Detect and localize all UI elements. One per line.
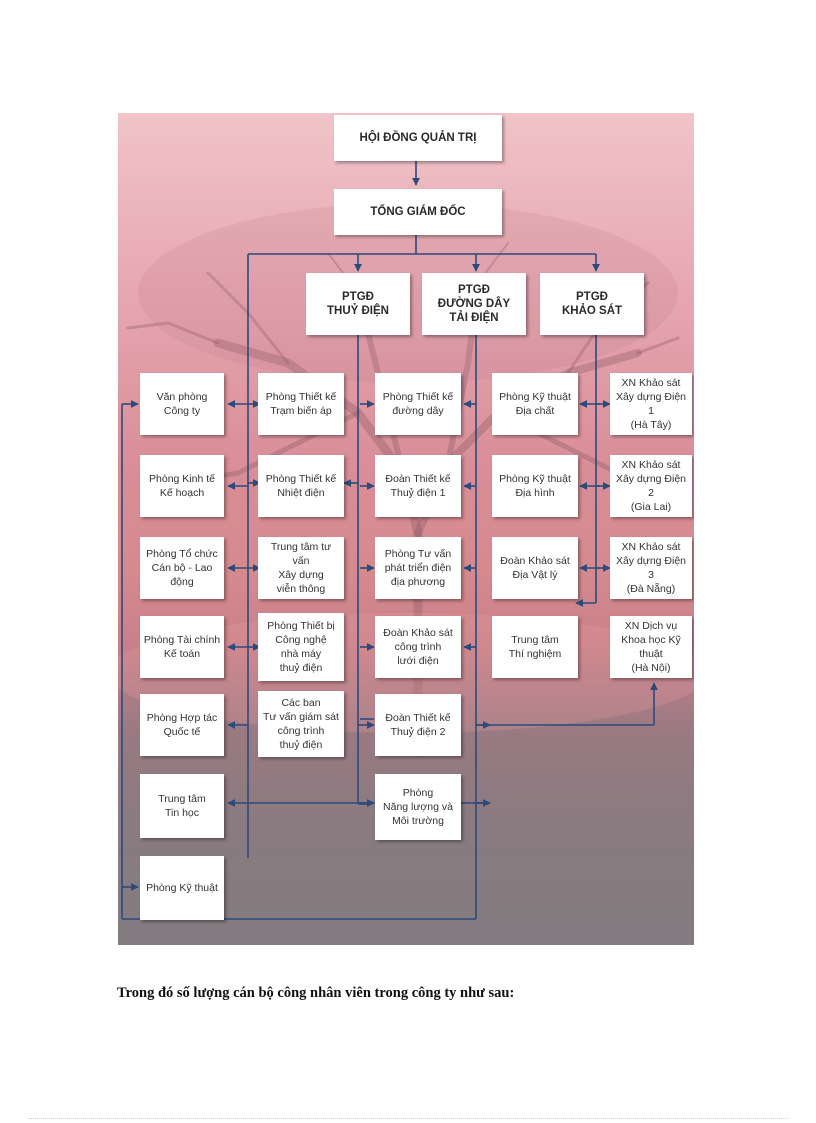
topography-dept-box: Phòng Kỹ thuật Địa hình bbox=[492, 455, 578, 517]
local-power-consulting-box: Phòng Tư vấn phát triển điện địa phương bbox=[375, 537, 461, 599]
general-director-box: TỔNG GIÁM ĐỐC bbox=[334, 189, 502, 235]
survey-enterprise-2-box: XN Khảo sát Xây dựng Điện 2 (Gia Lai) bbox=[610, 455, 692, 517]
finance-accounting-box: Phòng Tài chính Kế toán bbox=[140, 616, 224, 678]
telecom-consulting-box: Trung tâm tư vấn Xây dựng viễn thông bbox=[258, 537, 344, 599]
company-office-box: Văn phòng Công ty bbox=[140, 373, 224, 435]
energy-environment-box: Phòng Năng lượng và Môi trường bbox=[375, 774, 461, 840]
deputy-survey-box: PTGĐ KHẢO SÁT bbox=[540, 273, 644, 335]
substation-design-box: Phòng Thiết kế Trạm biến áp bbox=[258, 373, 344, 435]
caption-text: Trong đó số lượng cán bộ công nhân viên … bbox=[117, 985, 515, 1001]
deputy-transmission-line-box: PTGĐ ĐƯỜNG DÂY TẢI ĐIỆN bbox=[422, 273, 526, 335]
hydropower-equipment-box: Phòng Thiết bị Công nghệ nhà máy thuỷ đi… bbox=[258, 613, 344, 681]
science-services-enterprise-box: XN Dịch vụ Khoa học Kỹ thuật (Hà Nội) bbox=[610, 616, 692, 678]
connector-lines bbox=[121, 161, 658, 920]
deputy-hydropower-box: PTGĐ THUỶ ĐIỆN bbox=[306, 273, 410, 335]
it-center-box: Trung tâm Tin học bbox=[140, 774, 224, 838]
page-bottom-rule bbox=[28, 1118, 788, 1119]
hydropower-design-1-box: Đoàn Thiết kế Thuỷ điện 1 bbox=[375, 455, 461, 517]
org-chart: HỘI ĐỒNG QUẢN TRỊ TỔNG GIÁM ĐỐC PTGĐ THU… bbox=[118, 113, 694, 945]
line-design-box: Phòng Thiết kế đường dây bbox=[375, 373, 461, 435]
economic-planning-box: Phòng Kinh tế Kế hoạch bbox=[140, 455, 224, 517]
technical-dept-box: Phòng Kỹ thuật bbox=[140, 856, 224, 920]
survey-enterprise-1-box: XN Khảo sát Xây dựng Điện 1 (Hà Tây) bbox=[610, 373, 692, 435]
survey-enterprise-3-box: XN Khảo sát Xây dựng Điện 3 (Đà Nẵng) bbox=[610, 537, 692, 599]
board-of-directors-box: HỘI ĐỒNG QUẢN TRỊ bbox=[334, 115, 502, 161]
hydropower-design-2-box: Đoàn Thiết kế Thuỷ điện 2 bbox=[375, 694, 461, 756]
geophysics-survey-box: Đoàn Khảo sát Địa Vật lý bbox=[492, 537, 578, 599]
grid-survey-box: Đoàn Khảo sát công trình lưới điện bbox=[375, 616, 461, 678]
geology-dept-box: Phòng Kỹ thuật Địa chất bbox=[492, 373, 578, 435]
international-cooperation-box: Phòng Hợp tác Quốc tế bbox=[140, 694, 224, 756]
personnel-box: Phòng Tổ chức Cán bộ - Lao động bbox=[140, 537, 224, 599]
thermal-power-design-box: Phòng Thiết kế Nhiệt điện bbox=[258, 455, 344, 517]
supervision-boards-box: Các ban Tư vấn giám sát công trình thuỷ … bbox=[258, 691, 344, 757]
testing-center-box: Trung tâm Thí nghiệm bbox=[492, 616, 578, 678]
